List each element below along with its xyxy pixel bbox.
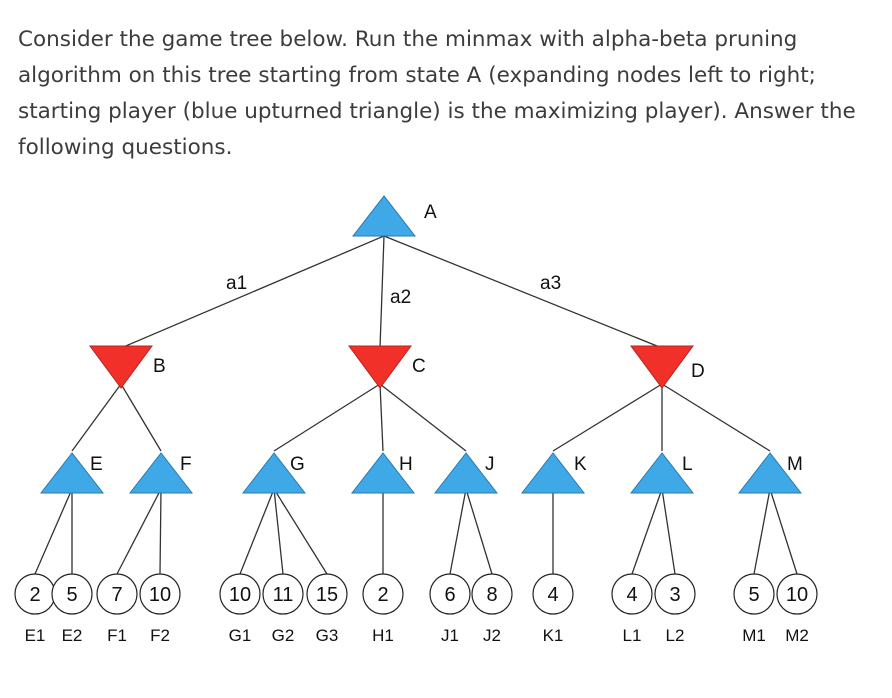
node-label-l: L	[682, 454, 693, 475]
node-label-g: G	[290, 454, 305, 475]
min-node-d	[630, 345, 694, 389]
leaf-node-l1	[611, 573, 653, 615]
leaf-value-l1: 4	[626, 584, 637, 606]
leaf-node-e2	[51, 573, 93, 615]
edge-g-g2	[273, 488, 284, 575]
leaf-value-m2: 10	[786, 584, 808, 606]
leaf-node-l2	[654, 573, 696, 615]
leaf-node-f2	[139, 573, 181, 615]
edge-a-b	[120, 235, 385, 349]
edge-d-k	[552, 383, 663, 452]
node-label-f: F	[180, 454, 192, 475]
leaf-name-f2: F2	[150, 626, 170, 645]
edge-c-j	[379, 383, 467, 452]
leaf-value-k1: 4	[547, 584, 558, 606]
max-node-j	[433, 452, 499, 494]
max-node-f	[128, 452, 194, 494]
leaf-name-g1: G1	[229, 626, 252, 645]
edge-d-m	[661, 383, 771, 452]
max-node-h	[350, 452, 416, 494]
edge-b-e	[71, 383, 122, 452]
edge-c-g	[273, 383, 381, 452]
edge-l-l2	[661, 488, 676, 575]
leaf-name-m2: M2	[785, 626, 809, 645]
leaf-node-f1	[96, 573, 138, 615]
leaf-value-m1: 5	[748, 584, 759, 606]
leaf-name-g3: G3	[316, 626, 339, 645]
action-label-a3: a3	[540, 273, 561, 294]
edge-m-m1	[753, 488, 771, 575]
edge-j-j1	[449, 488, 467, 575]
node-label-j: J	[485, 454, 495, 475]
leaf-name-j1: J1	[441, 626, 459, 645]
leaf-node-m1	[733, 573, 775, 615]
leaf-name-h1: H1	[372, 626, 394, 645]
edge-a-d	[383, 235, 663, 349]
edge-g-g3	[273, 488, 328, 575]
edge-e-e1	[34, 488, 73, 575]
node-label-m: M	[787, 454, 803, 475]
leaf-node-m2	[776, 573, 818, 615]
leaf-name-e2: E2	[62, 626, 83, 645]
leaf-value-g2: 11	[273, 584, 294, 606]
edge-c-h	[379, 383, 384, 452]
leaf-node-g2	[262, 573, 304, 615]
max-node-g	[241, 452, 307, 494]
leaf-value-j2: 8	[486, 584, 497, 606]
leaf-name-g2: G2	[272, 626, 295, 645]
leaf-node-g1	[219, 573, 261, 615]
edge-j-j2	[465, 488, 493, 575]
leaf-value-g3: 15	[316, 584, 338, 606]
node-label-c: C	[412, 356, 426, 377]
node-label-k: K	[574, 454, 587, 475]
node-label-h: H	[399, 454, 413, 475]
edge-g-g1	[239, 488, 275, 575]
max-node-k	[520, 452, 586, 494]
edge-f-f1	[116, 488, 162, 575]
edge-b-f	[120, 383, 162, 452]
leaf-value-e2: 5	[66, 584, 77, 606]
node-label-b: B	[153, 356, 166, 377]
action-label-a2: a2	[390, 287, 411, 308]
min-node-c	[348, 345, 412, 389]
leaf-name-l2: L2	[666, 626, 685, 645]
leaf-name-j2: J2	[483, 626, 501, 645]
leaf-name-e1: E1	[25, 626, 46, 645]
leaf-name-m1: M1	[742, 626, 766, 645]
leaf-value-f2: 10	[149, 584, 171, 606]
action-label-a1: a1	[226, 273, 247, 294]
edge-a-c	[379, 235, 385, 349]
leaf-value-l2: 3	[669, 584, 680, 606]
leaf-node-j2	[471, 573, 513, 615]
leaf-node-j1	[429, 573, 471, 615]
max-node-m	[737, 452, 803, 494]
leaf-name-l1: L1	[623, 626, 642, 645]
node-label-e: E	[90, 454, 103, 475]
max-node-e	[39, 452, 105, 494]
min-node-b	[89, 345, 153, 389]
edge-f-f2	[159, 488, 162, 575]
leaf-node-k1	[532, 573, 574, 615]
node-label-a: A	[424, 202, 437, 223]
root-node-a	[351, 195, 417, 237]
question-text: Consider the game tree below. Run the mi…	[18, 27, 856, 160]
leaf-value-g1: 10	[229, 584, 251, 606]
leaf-node-g3	[306, 573, 348, 615]
leaf-value-j1: 6	[444, 584, 455, 606]
leaf-value-f1: 7	[111, 584, 122, 606]
node-label-d: D	[691, 361, 705, 382]
leaf-name-f1: F1	[107, 626, 127, 645]
leaf-value-e1: 2	[29, 584, 40, 606]
leaf-name-k1: K1	[543, 626, 564, 645]
edge-m-m2	[769, 488, 798, 575]
leaf-node-h1	[362, 573, 404, 615]
leaf-value-h1: 2	[377, 584, 388, 606]
max-node-l	[629, 452, 695, 494]
edge-l-l1	[631, 488, 663, 575]
